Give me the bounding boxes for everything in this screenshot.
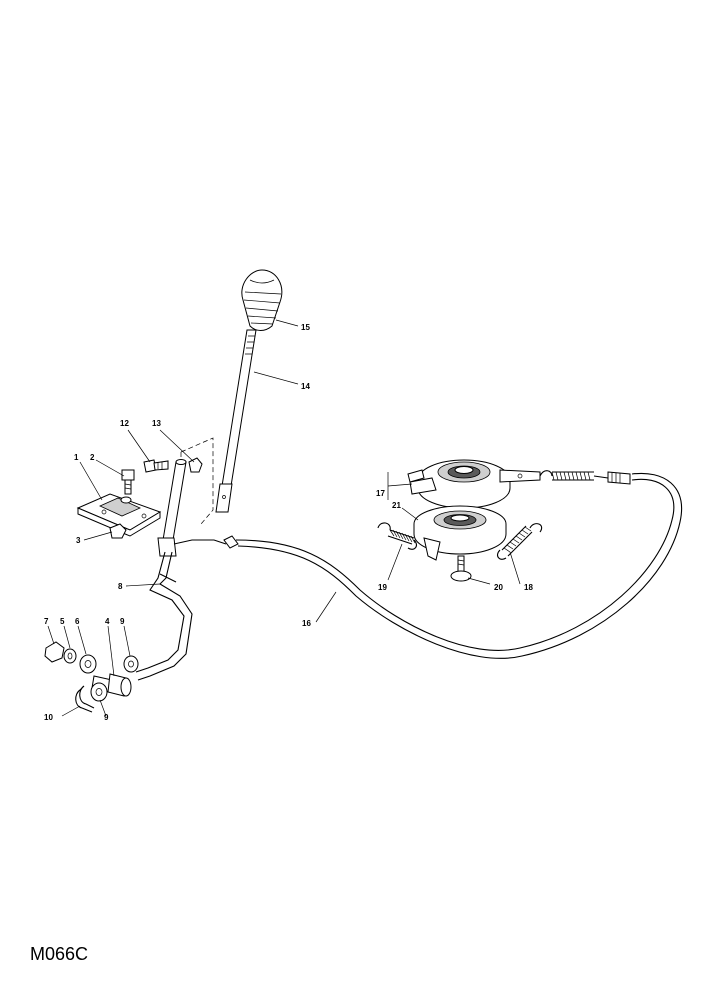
bolt-20 [450,555,472,582]
callout-9b: 9 [104,713,109,722]
nut-3 [109,523,127,539]
callout-5: 5 [60,617,65,626]
callout-7: 7 [44,617,49,626]
nut-13 [188,457,203,473]
callout-1: 1 [74,453,79,462]
callout-3: 3 [76,536,81,545]
washer-6 [79,654,97,674]
callout-4: 4 [105,617,110,626]
spring-17 [539,470,631,485]
spring-19 [377,522,417,550]
leader-lines [47,319,521,717]
bracket-dashed-outline [180,437,214,525]
washer-5 [63,648,77,664]
callout-8: 8 [118,582,123,591]
lever-rod [215,329,257,513]
diagram-code: M066C [30,944,89,964]
callout-labels: 15 14 12 13 1 2 3 8 7 5 6 4 9 10 9 16 17… [44,323,533,722]
callout-14: 14 [301,382,310,391]
hardware-group [44,641,139,713]
selector-rod [135,459,227,681]
clip-10 [75,685,95,713]
callout-21: 21 [392,501,401,510]
washer-9b [90,682,108,702]
callout-17: 17 [376,489,385,498]
callout-9a: 9 [120,617,125,626]
callout-2: 2 [90,453,95,462]
callout-6: 6 [75,617,80,626]
nut-7 [44,641,65,663]
callout-13: 13 [152,419,161,428]
washer-9a [123,655,139,673]
callout-20: 20 [494,583,503,592]
callout-16: 16 [302,619,311,628]
pulley-assembly-17 [407,459,541,509]
bolt-2 [121,469,135,495]
bolt-12 [143,459,169,473]
callout-12: 12 [120,419,129,428]
pivot-plate [76,493,162,537]
callout-18: 18 [524,583,533,592]
callout-10: 10 [44,713,53,722]
callout-19: 19 [378,583,387,592]
spring-18 [497,523,543,560]
lever-knob [241,269,283,331]
pulley-21 [413,505,507,561]
callout-15: 15 [301,323,310,332]
control-cable [223,472,683,659]
